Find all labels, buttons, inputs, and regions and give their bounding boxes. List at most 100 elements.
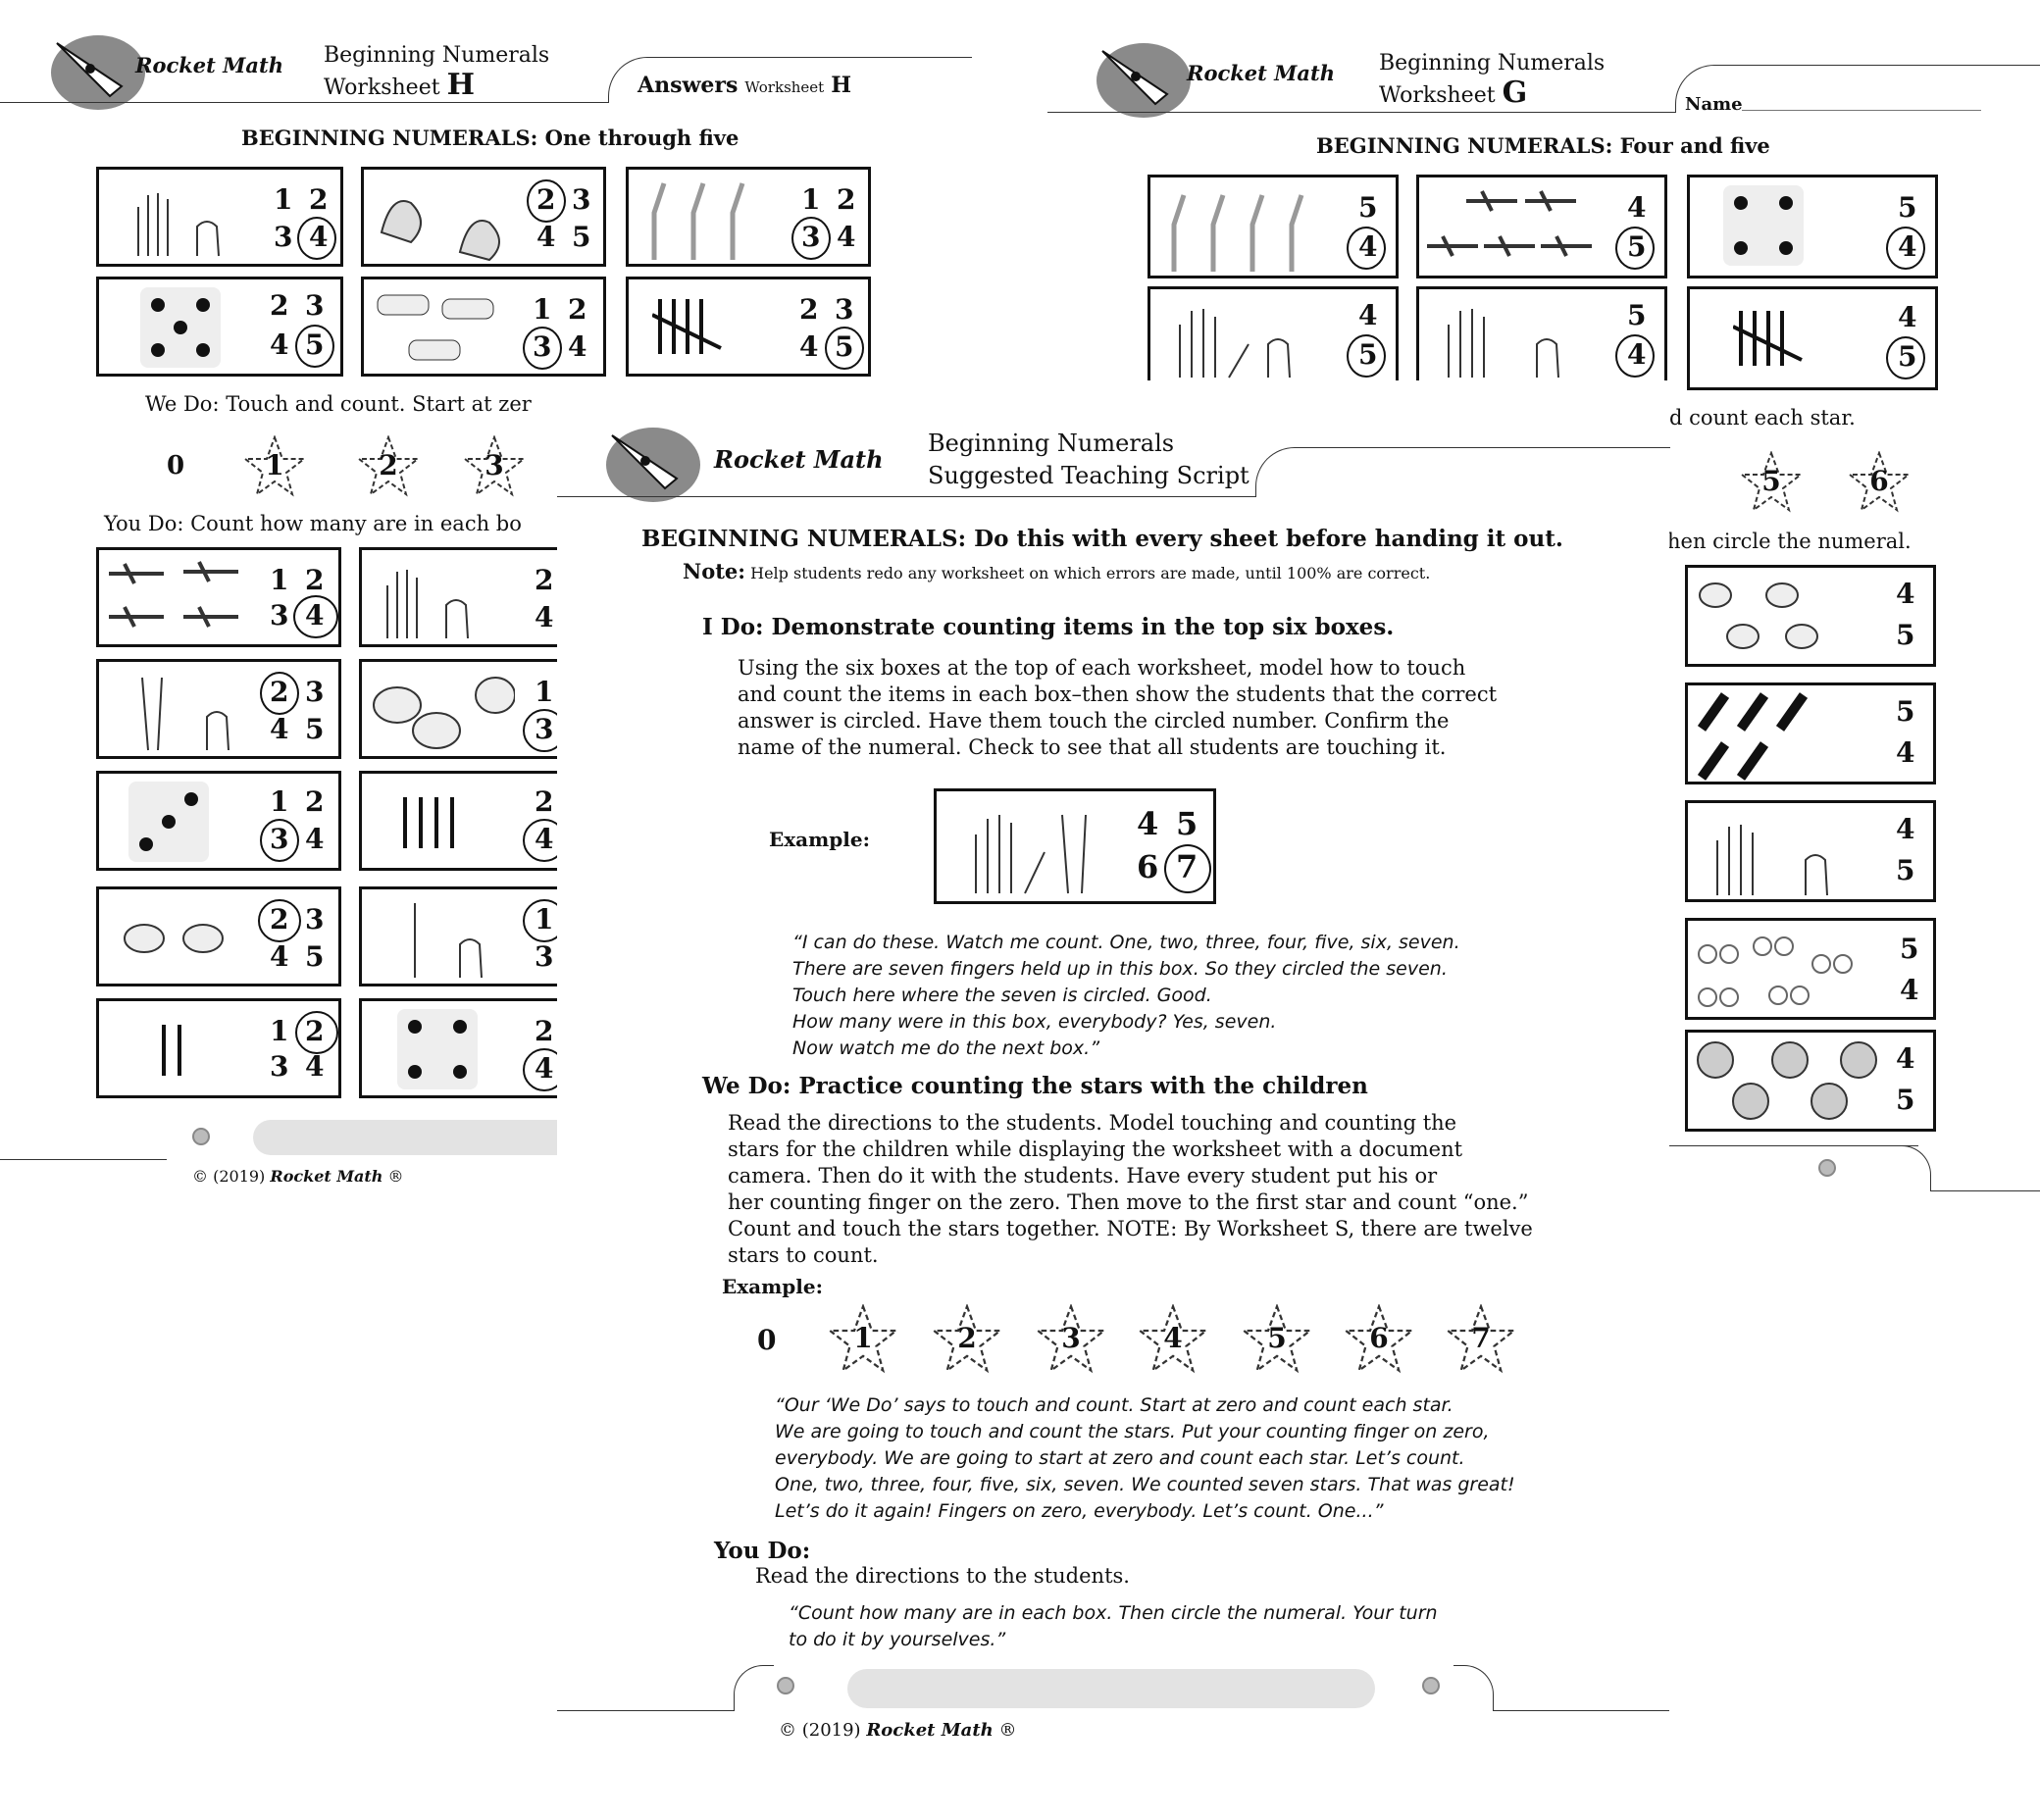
answer-choice: 4 [270,940,289,973]
answer-choice: 3 [572,183,591,216]
answer-choice: 1 [535,676,554,708]
counting-box: 1 2 3 4 [626,167,871,267]
copyright: © (2019) Rocket Math ® [779,1720,1017,1741]
answer-choice: 5 [1896,854,1915,886]
answer-choice: 3 [270,1050,289,1083]
rocket-logo [606,428,700,502]
answer-choice: 2 [270,289,289,322]
counting-star: 3 [1036,1304,1106,1375]
answer-choice: 4 [536,221,556,253]
answer-circle [791,217,831,260]
note-line: Note: Help students redo any worksheet o… [683,559,1431,583]
answer-circle [297,217,336,260]
answer-choice: 2 [799,293,819,326]
footer-rule [557,1710,734,1711]
counting-star: 7 [1446,1304,1516,1375]
brand-logo-text: Rocket Math [714,445,884,474]
answer-choice: 3 [270,599,289,632]
tally-marks-icon [162,1025,181,1076]
counting-box: 5 4 [1148,175,1399,278]
counting-box: 4 5 [1416,175,1667,278]
counting-box: 5 4 [1416,286,1667,380]
footer-swoop [734,1665,774,1711]
hand-two-fingers-icon [141,677,230,751]
answer-choice: 2 [535,564,554,596]
answer-choice: 4 [1896,578,1915,610]
counting-box: 2 3 4 5 [96,277,343,377]
worksheet-title: BEGINNING NUMERALS: One through five [241,126,740,150]
you-do-text: Read the directions to the students. [755,1564,1130,1588]
answer-choice: 5 [572,221,591,253]
i-do-paragraph: Using the six boxes at the top of each w… [738,656,1498,759]
die-icon [1723,185,1804,266]
answer-circle [1164,844,1211,893]
answer-choice: 3 [305,903,325,935]
rocket-logo [1096,43,1191,118]
answer-choice: 2 [305,785,325,818]
answer-choice: 5 [1627,299,1647,331]
counting-box: 1 2 3 4 [96,547,341,647]
hand-icon [1716,825,1828,896]
footer-screw-icon [1422,1677,1440,1694]
answer-choice: 5 [1896,695,1915,728]
answer-choice: 5 [305,713,325,745]
answer-choice: 1 [270,564,289,596]
name-label: Name [1685,94,1743,115]
answer-choice: 4 [1627,191,1647,224]
hand-icon [137,193,220,257]
counting-star: 4 [1138,1304,1208,1375]
counting-box: 1 2 3 4 [361,277,606,377]
answer-choice: 2 [568,293,587,326]
rocket-logo [51,35,145,110]
we-do-paragraph: Read the directions to the students. Mod… [728,1111,1533,1267]
answer-choice: 1 [270,785,289,818]
counting-box: 5 4 [1685,918,1936,1020]
answer-circle [1615,334,1655,378]
counting-box: 1 2 3 4 [96,167,343,267]
footer-screw-icon [1818,1159,1836,1177]
answer-choice: 4 [568,330,587,363]
header-rule [1047,112,1675,113]
we-do-heading: We Do: Practice counting the stars with … [702,1073,1368,1099]
answer-circle [1615,227,1655,270]
counting-box: 5 4 [1685,682,1936,784]
answer-choice: 3 [274,221,293,253]
answer-choice: 4 [799,330,819,363]
answer-choice: 4 [1896,736,1915,769]
counting-box: 4 5 [1148,286,1399,380]
footer-rule [1930,1190,2040,1191]
answer-circle [523,327,562,370]
counting-star: 5 [1740,451,1803,514]
answer-choice: 4 [1896,1042,1915,1075]
answer-choice: 4 [535,601,554,633]
worksheet-header: Beginning Numerals Worksheet H [324,43,550,102]
footer-swoop [1862,1145,1931,1191]
answer-choice: 5 [1896,1084,1915,1116]
brand-logo-text: Rocket Math [1187,61,1335,85]
answer-choice: 5 [1898,191,1917,224]
we-do-directions: We Do: Touch and count. Start at zer [145,392,532,416]
counting-star: 5 [1242,1304,1312,1375]
tree-icon [1697,1041,1877,1120]
footer-swoop [1454,1665,1494,1711]
fish-icon [124,924,224,953]
brand-logo-text: Rocket Math [135,53,283,77]
answer-circle [293,595,338,638]
counting-star: 1 [828,1304,898,1375]
tally-marks-icon [403,797,454,848]
tally-marks-icon [1733,311,1803,366]
counting-box: 4 5 [1685,565,1936,667]
counting-star: 2 [357,435,420,498]
example-box: 4 5 6 7 [934,788,1216,904]
answer-choice: 4 [1898,301,1917,333]
answer-circle [527,179,566,223]
answer-choice: 1 [801,183,821,216]
you-do-directions-fragment: hen circle the numeral. [1667,530,1912,553]
we-do-directions-fragment: d count each star. [1669,406,1856,430]
answer-choice: 5 [1900,933,1919,965]
counting-box: 5 4 [1687,175,1938,278]
footer-screw-icon [192,1128,210,1145]
answer-choice: 2 [309,183,329,216]
counting-box: 2 3 4 5 [626,277,871,377]
counting-box: 1 3 [359,659,604,759]
